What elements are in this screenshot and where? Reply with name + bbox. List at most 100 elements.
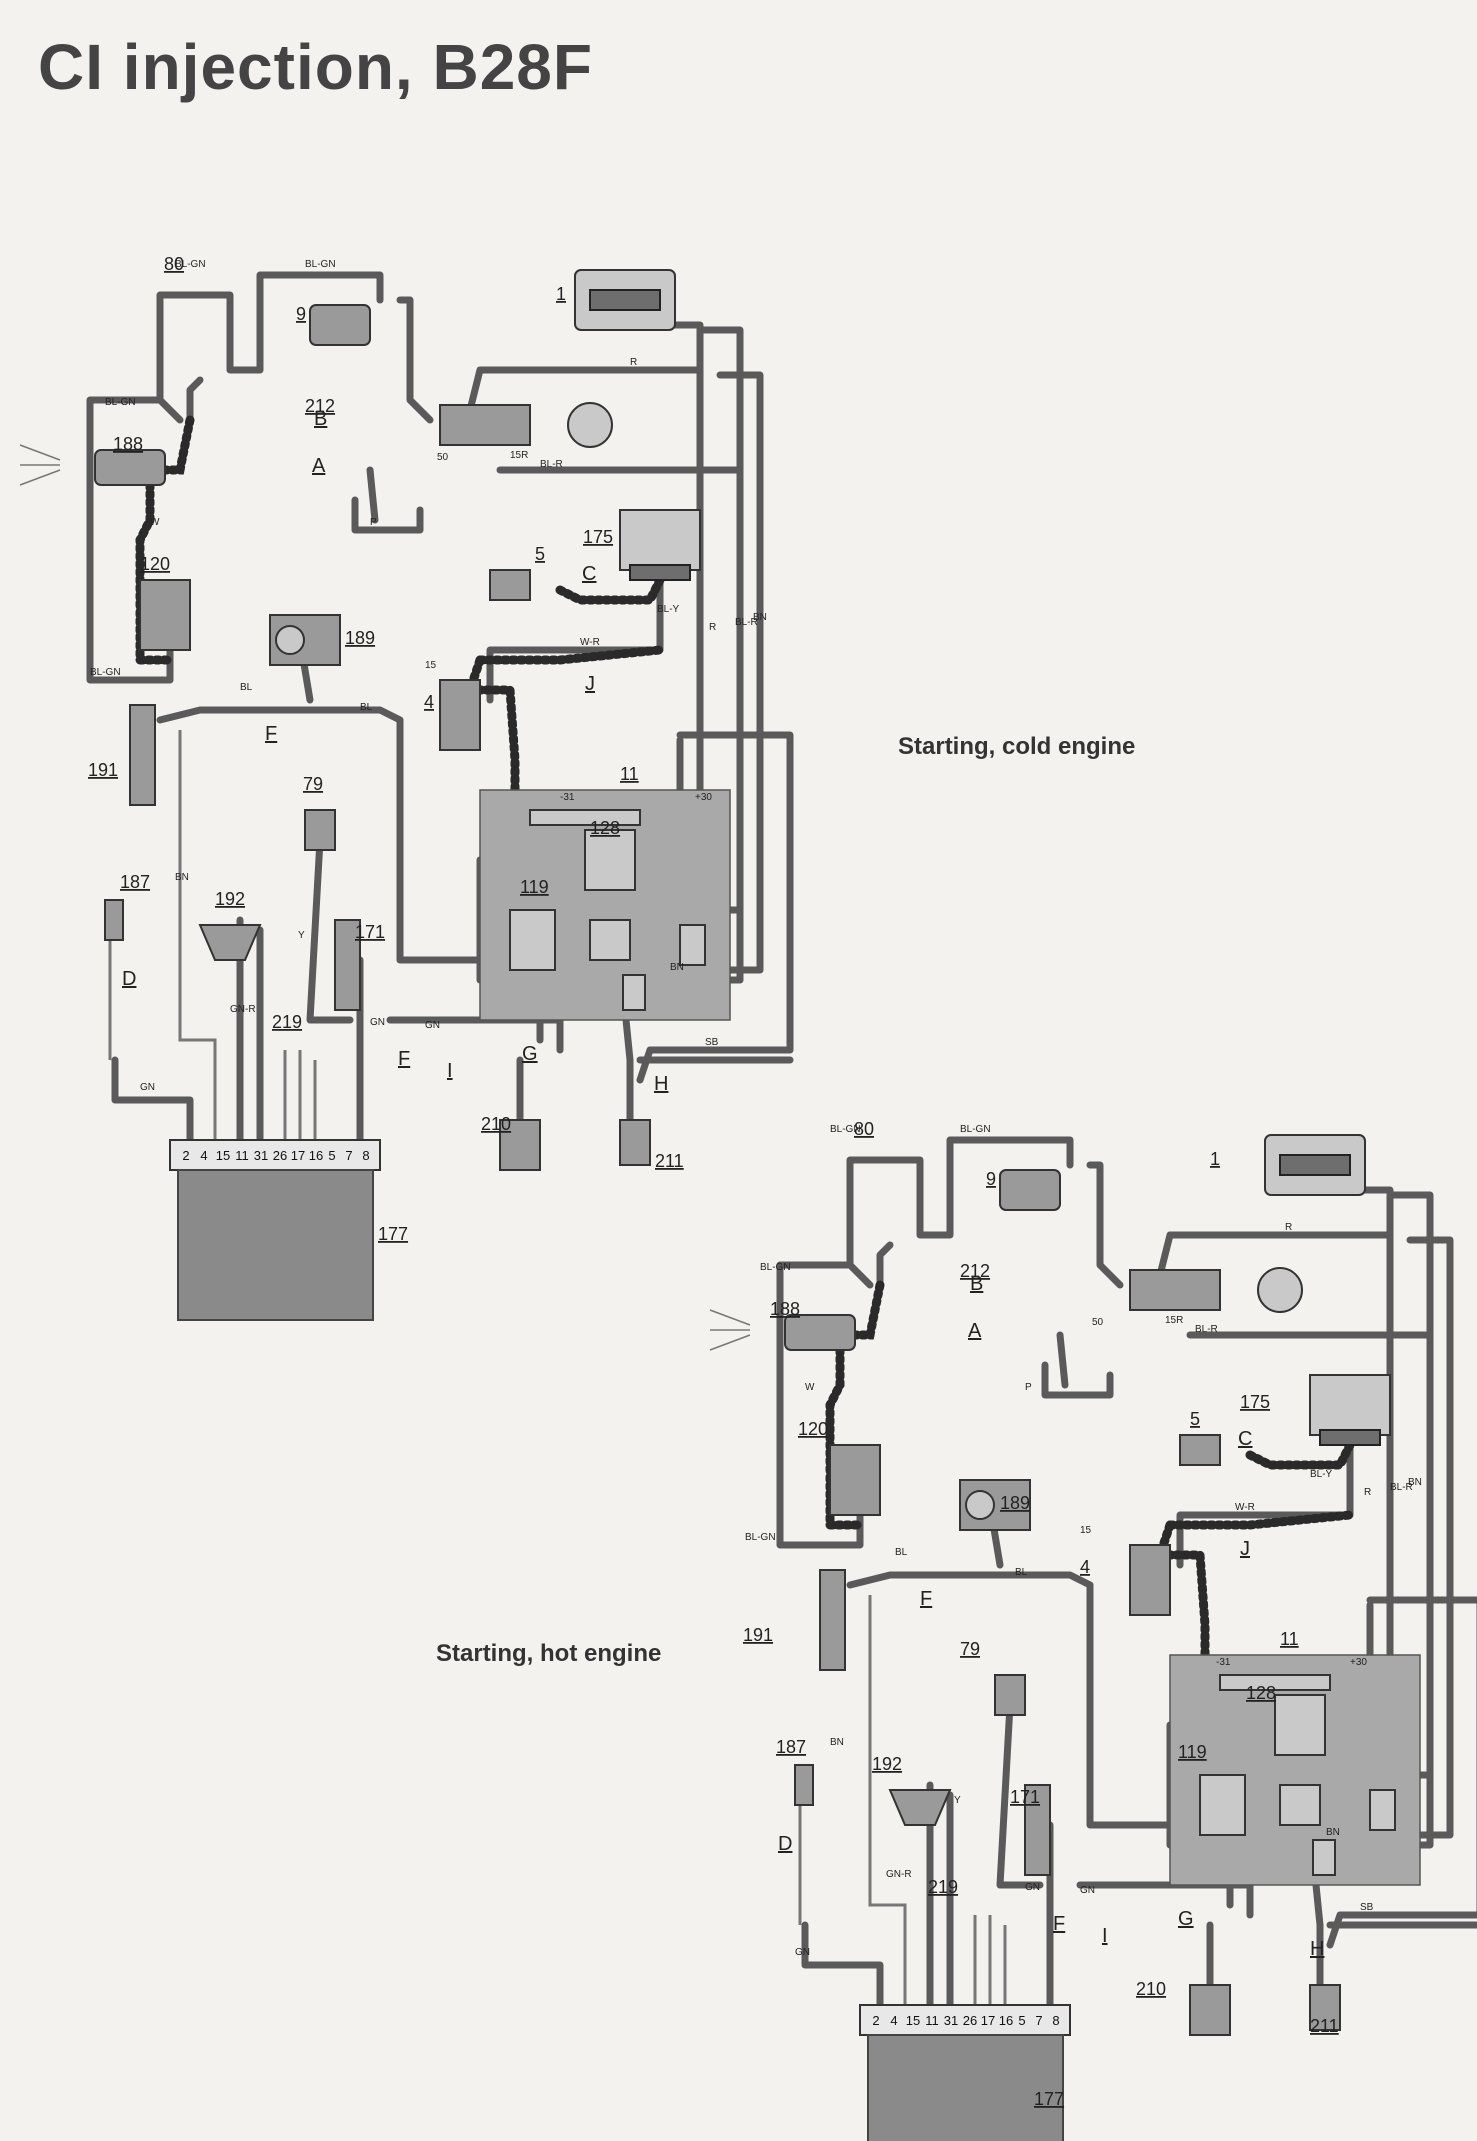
wire-code: W-R — [580, 637, 600, 648]
wire-code: BL-R — [735, 617, 758, 628]
ecu-pin: 5 — [328, 1148, 335, 1163]
component-192: 192 — [872, 1754, 902, 1774]
wire-code: R — [709, 622, 716, 633]
wire-code: +30 — [695, 792, 712, 803]
component-4: 4 — [1080, 1557, 1090, 1577]
component-210: 210 — [1136, 1979, 1166, 1999]
wire-code: R — [630, 357, 637, 368]
wire-code: BL-R — [1195, 1324, 1218, 1335]
ecu-pin: 4 — [200, 1148, 207, 1163]
wire-code: GN — [795, 1947, 810, 1958]
ecu-pin: 26 — [963, 2013, 977, 2028]
wire-code: W — [805, 1382, 815, 1393]
ecu-pin: 7 — [345, 1148, 352, 1163]
wire-code: 15 — [1080, 1525, 1092, 1536]
wire-code: BL-Y — [657, 604, 680, 615]
connector-b: B — [970, 1273, 983, 1295]
component-80: 80 — [164, 254, 184, 274]
component-9: 9 — [296, 304, 306, 324]
connector-j: J — [1240, 1538, 1250, 1560]
component-11: 11 — [620, 764, 639, 784]
wire-code: 15R — [510, 450, 528, 461]
connector-c: C — [1238, 1428, 1252, 1450]
ecu-pin: 17 — [981, 2013, 995, 2028]
component-5: 5 — [1190, 1409, 1200, 1429]
component-211: 211 — [1310, 2016, 1339, 2036]
component-177: 177 — [378, 1224, 408, 1244]
wire-code: BL-GN — [175, 259, 206, 270]
component-5: 5 — [535, 544, 545, 564]
wire-code: BL — [895, 1547, 908, 1558]
ecu-pin: 11 — [925, 2013, 939, 2028]
caption-cold-engine: Starting, cold engine — [898, 733, 1136, 760]
ecu-pin: 5 — [1018, 2013, 1025, 2028]
connector-a: A — [968, 1320, 982, 1342]
connector-f-2: F — [1053, 1913, 1065, 1935]
wire-code: +30 — [1350, 1657, 1367, 1668]
wire-code: BL-GN — [760, 1262, 791, 1273]
connector-f-2: F — [398, 1048, 410, 1070]
connector-i: I — [447, 1060, 453, 1082]
wire-code: P — [370, 517, 377, 528]
wire-code: P — [1025, 1382, 1032, 1393]
wire-code: GN — [1080, 1885, 1095, 1896]
wire-code: 15R — [1165, 1315, 1183, 1326]
wire-code: BL — [1015, 1567, 1028, 1578]
ecu-pins-hot: 2 4 15 11 31 26 17 16 5 7 8 — [872, 2013, 1059, 2028]
wire-code: W-R — [1235, 1502, 1255, 1513]
wire-code: BL-Y — [1310, 1469, 1333, 1480]
connector-i: I — [1102, 1925, 1108, 1947]
ecu-pin: 15 — [216, 1148, 230, 1163]
schematic-hot-engine — [710, 1135, 1477, 2141]
component-9: 9 — [986, 1169, 996, 1189]
connector-j: J — [585, 673, 595, 695]
ecu-pin: 8 — [362, 1148, 369, 1163]
component-212: 212 — [305, 396, 335, 416]
component-211: 211 — [655, 1151, 684, 1171]
component-219: 219 — [928, 1877, 958, 1897]
caption-hot-engine: Starting, hot engine — [436, 1640, 662, 1667]
component-189: 189 — [345, 628, 375, 648]
wire-code: SB — [705, 1037, 719, 1048]
component-175: 175 — [583, 527, 613, 547]
component-187: 187 — [776, 1737, 806, 1757]
connector-d: D — [778, 1833, 792, 1855]
ecu-pin: 8 — [1052, 2013, 1059, 2028]
component-120: 120 — [140, 554, 170, 574]
ecu-pin: 16 — [999, 2013, 1013, 2028]
ecu-pin: 17 — [291, 1148, 305, 1163]
ecu-pin: 31 — [254, 1148, 268, 1163]
component-210: 210 — [481, 1114, 511, 1134]
component-177: 177 — [1034, 2089, 1064, 2109]
wire-code: GN-R — [230, 1004, 256, 1015]
wire-code: 50 — [1092, 1317, 1104, 1328]
connector-g: G — [522, 1043, 538, 1065]
wire-code: -31 — [560, 792, 575, 803]
component-212: 212 — [960, 1261, 990, 1281]
wire-code: BL-GN — [745, 1532, 776, 1543]
wire-code: BL-GN — [90, 667, 121, 678]
component-1: 1 — [1210, 1149, 1220, 1169]
component-128: 128 — [1246, 1683, 1276, 1703]
wire-code: -31 — [1216, 1657, 1231, 1668]
component-191: 191 — [88, 760, 118, 780]
component-119: 119 — [520, 877, 549, 897]
component-119: 119 — [1178, 1742, 1207, 1762]
wire-code: BL-GN — [830, 1124, 861, 1135]
ecu-pins-cold: 2 4 15 11 31 26 17 16 5 7 8 — [182, 1148, 369, 1163]
connector-f: F — [265, 723, 277, 745]
ecu-pin: 26 — [273, 1148, 287, 1163]
component-171: 171 — [1010, 1787, 1040, 1807]
wire-code: BN — [830, 1737, 844, 1748]
ecu-pin: 2 — [182, 1148, 189, 1163]
wire-code: Y — [954, 1795, 961, 1806]
wire-code: BL-GN — [960, 1124, 991, 1135]
ecu-pin: 4 — [890, 2013, 897, 2028]
wire-code: GN — [425, 1020, 440, 1031]
wire-code: BN — [1326, 1827, 1340, 1838]
wire-code: GN — [370, 1017, 385, 1028]
connector-h: H — [1310, 1938, 1324, 1960]
component-79: 79 — [303, 774, 323, 794]
component-191: 191 — [743, 1625, 773, 1645]
